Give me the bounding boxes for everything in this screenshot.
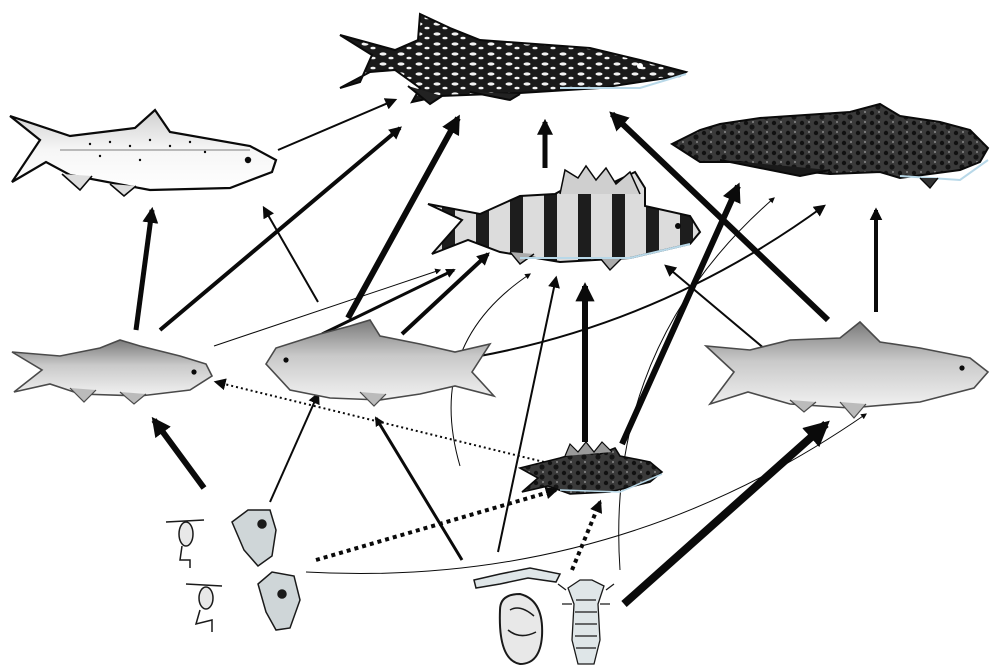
- link-cladocerans-to-ruffe: [316, 490, 556, 560]
- mollusc-icon: [500, 594, 542, 664]
- link-isopod-to-whitefish: [624, 424, 826, 604]
- vendace-icon: [12, 340, 212, 404]
- link-cladocerans-to-roach: [270, 394, 318, 502]
- ruffe-icon: [520, 442, 662, 494]
- link-copepods-to-vendace: [154, 420, 204, 488]
- link-chironomids-to-perch: [498, 278, 556, 552]
- benthic-isopod-icon: [558, 580, 614, 664]
- copepod-icon: [166, 520, 222, 632]
- link-isopod-to-ruffe: [572, 502, 600, 570]
- perch-icon: [428, 166, 700, 270]
- pike-icon: [340, 14, 686, 104]
- chironomid-larva-icon: [474, 568, 560, 588]
- cladoceran-icon: [232, 510, 300, 630]
- link-roach-to-pike: [348, 118, 458, 318]
- link-trout-to-pike: [278, 100, 395, 150]
- link-vendace-to-trout: [136, 210, 152, 330]
- link-roach-to-perch: [402, 254, 488, 334]
- roach-icon: [266, 320, 494, 406]
- burbot-icon: [672, 104, 988, 188]
- trout-icon: [10, 110, 276, 196]
